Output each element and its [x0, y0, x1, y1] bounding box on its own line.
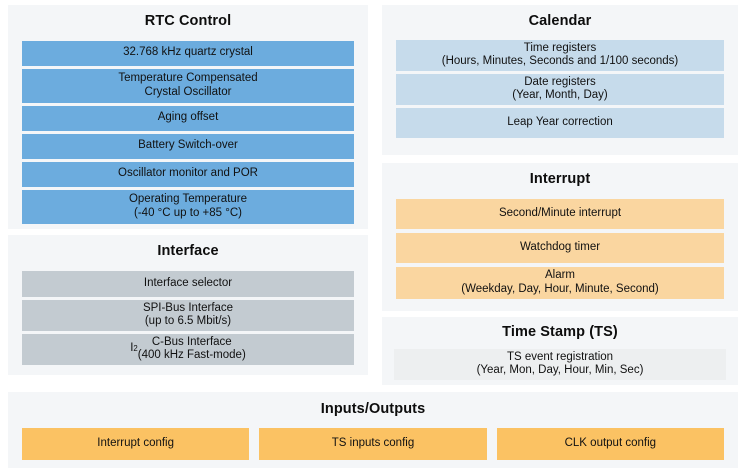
panel-calendar: Calendar Time registers (Hours, Minutes,…	[382, 5, 738, 155]
block-battery-switch-over: Battery Switch-over	[22, 133, 354, 159]
block-quartz-crystal: 32.768 kHz quartz crystal	[22, 40, 354, 66]
block-clk-output-config: CLK output config	[496, 427, 724, 460]
interface-block-list: Interface selector SPI-Bus Interface (up…	[22, 270, 354, 365]
panel-title-calendar: Calendar	[528, 13, 592, 29]
block-watchdog-timer: Watchdog timer	[396, 232, 724, 263]
block-aging-offset: Aging offset	[22, 105, 354, 131]
block-interface-selector: Interface selector	[22, 270, 354, 297]
calendar-block-list: Time registers (Hours, Minutes, Seconds …	[396, 39, 724, 138]
rtc-control-block-list: 32.768 kHz quartz crystal Temperature Co…	[22, 40, 354, 224]
inputs-outputs-block-list: Interrupt config TS inputs config CLK ou…	[22, 427, 724, 460]
panel-inputs-outputs: Inputs/Outputs Interrupt config TS input…	[8, 392, 738, 468]
block-oscillator-monitor-por: Oscillator monitor and POR	[22, 161, 354, 187]
block-time-registers: Time registers (Hours, Minutes, Seconds …	[396, 39, 724, 71]
block-second-minute-interrupt: Second/Minute interrupt	[396, 198, 724, 229]
panel-title-inputs-outputs: Inputs/Outputs	[320, 401, 426, 417]
time-stamp-block-list: TS event registration (Year, Mon, Day, H…	[394, 348, 726, 380]
block-spi-bus-interface: SPI-Bus Interface (up to 6.5 Mbit/s)	[22, 299, 354, 331]
panel-interface: Interface Interface selector SPI-Bus Int…	[8, 235, 368, 375]
panel-title-interface: Interface	[157, 243, 219, 259]
block-tcxo: Temperature Compensated Crystal Oscillat…	[22, 68, 354, 103]
block-alarm: Alarm (Weekday, Day, Hour, Minute, Secon…	[396, 266, 724, 299]
panel-title-time-stamp: Time Stamp (TS)	[502, 324, 618, 340]
panel-time-stamp: Time Stamp (TS) TS event registration (Y…	[382, 317, 738, 385]
block-ts-event-registration: TS event registration (Year, Mon, Day, H…	[394, 348, 726, 380]
panel-title-rtc-control: RTC Control	[144, 13, 232, 29]
block-date-registers: Date registers (Year, Month, Day)	[396, 73, 724, 105]
interrupt-block-list: Second/Minute interrupt Watchdog timer A…	[396, 198, 724, 299]
panel-rtc-control: RTC Control 32.768 kHz quartz crystal Te…	[8, 5, 368, 229]
block-ts-inputs-config: TS inputs config	[259, 427, 487, 460]
block-interrupt-config: Interrupt config	[22, 427, 250, 460]
panel-interrupt: Interrupt Second/Minute interrupt Watchd…	[382, 163, 738, 311]
panel-title-interrupt: Interrupt	[529, 171, 591, 187]
block-leap-year-correction: Leap Year correction	[396, 107, 724, 138]
block-operating-temperature: Operating Temperature (-40 °C up to +85 …	[22, 189, 354, 224]
